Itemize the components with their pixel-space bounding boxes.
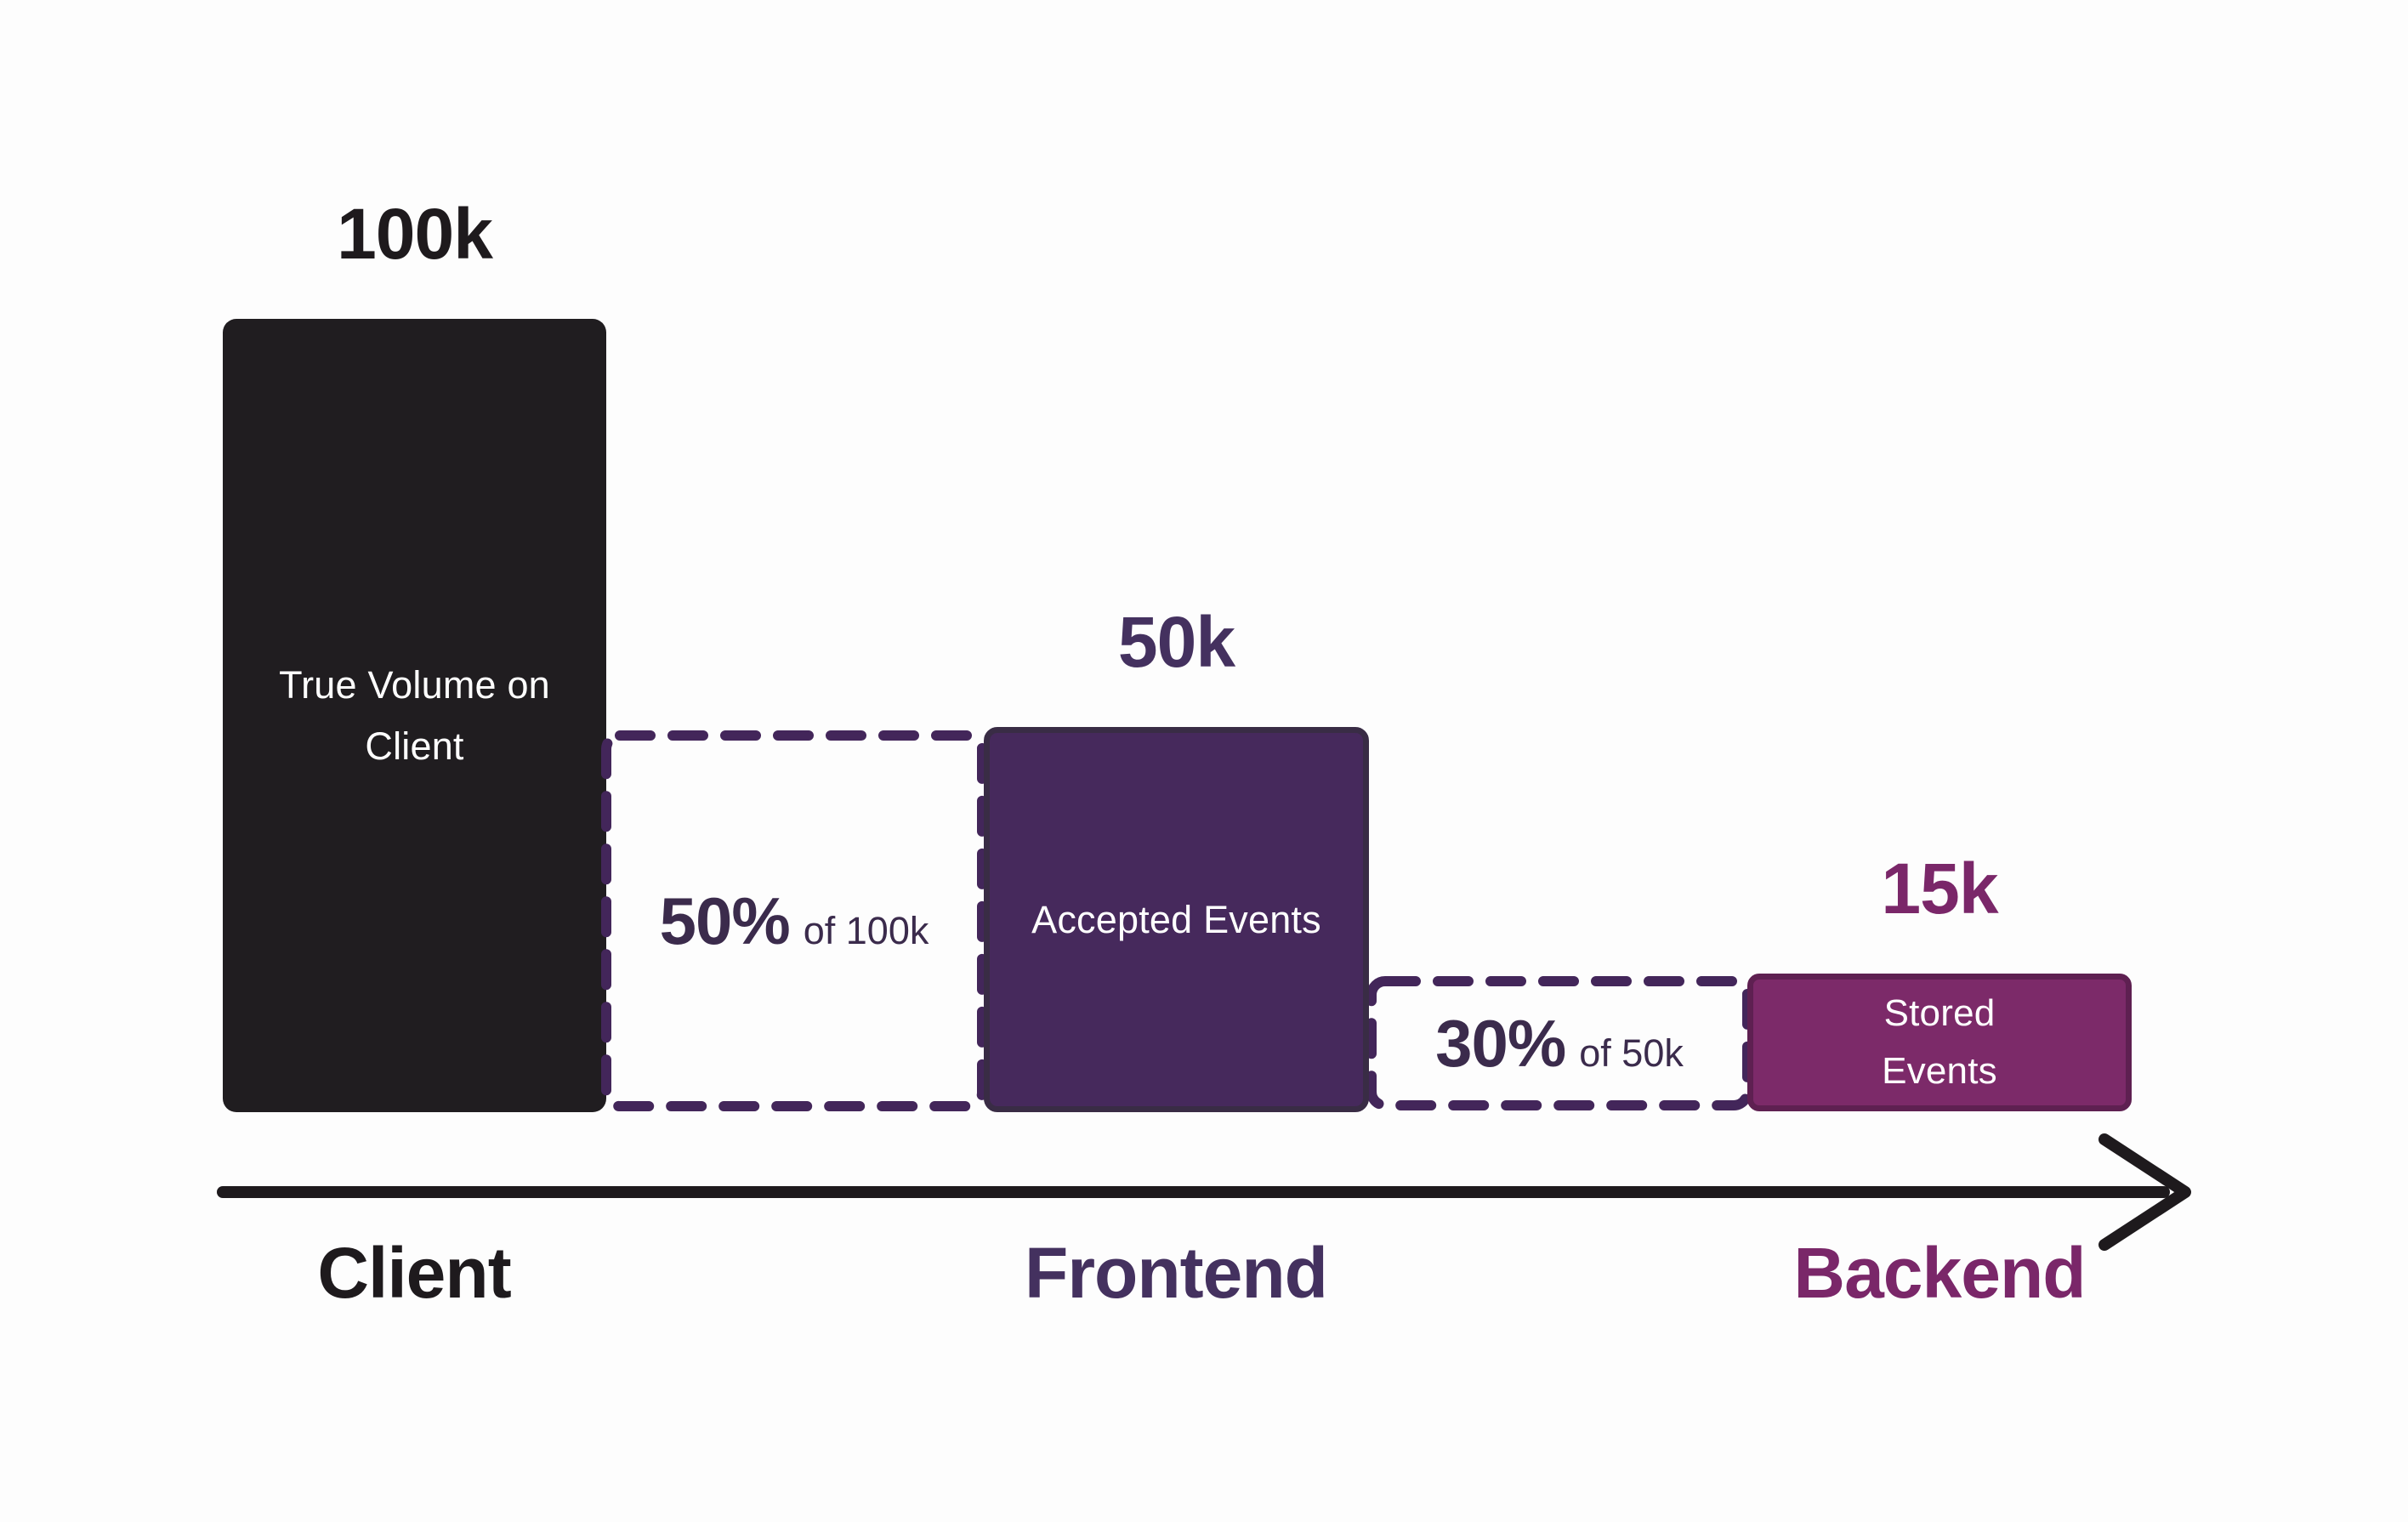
- axis-label-backend: Backend: [1793, 1233, 2086, 1313]
- frontend-value-label: 50k: [1117, 602, 1235, 682]
- loss-basis-frontend: of 100k: [803, 908, 929, 952]
- axis-arrow: [217, 1133, 2191, 1251]
- backend-bar-label: Stored Events: [1882, 991, 1997, 1092]
- frontend-bar-label: Accepted Events: [1031, 897, 1321, 941]
- dashed-border-frontend: [601, 730, 987, 1111]
- loss-text-backend: 30% of 50k: [1435, 1005, 1684, 1082]
- client-bar-label: True Volume on Client: [279, 662, 550, 768]
- loss-percent-frontend: 50%: [659, 883, 791, 958]
- axis-label-client: Client: [317, 1233, 511, 1313]
- loss-text-frontend: 50% of 100k: [660, 883, 929, 960]
- loss-basis-backend: of 50k: [1579, 1031, 1684, 1075]
- loss-box-frontend: 50% of 100k: [600, 730, 988, 1112]
- client-value-label: 100k: [337, 194, 493, 274]
- backend-bar: Stored Events: [1747, 974, 2132, 1111]
- backend-value-label: 15k: [1881, 849, 1998, 929]
- loss-box-backend: 30% of 50k: [1366, 975, 1753, 1111]
- frontend-bar: Accepted Events: [984, 727, 1369, 1112]
- client-bar: True Volume on Client: [223, 319, 606, 1112]
- axis-label-frontend: Frontend: [1025, 1233, 1328, 1313]
- loss-percent-backend: 30%: [1435, 1005, 1566, 1081]
